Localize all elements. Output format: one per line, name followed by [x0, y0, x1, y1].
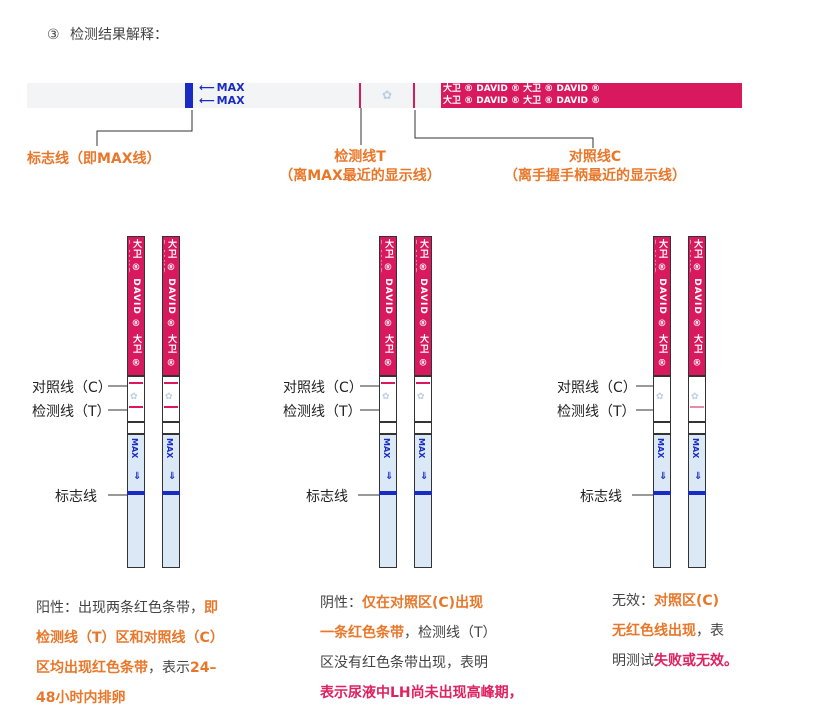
- g3-strip-a: 大卫 ® DAVID ® 大卫 ® DAVID ® ✿ MAX ⇓: [653, 236, 671, 568]
- g2-strip-b: 大卫 ® DAVID ® 大卫 ® DAVID ® ✿ MAX ⇓: [414, 236, 432, 568]
- marker-line-label: 标志线（即MAX线）: [27, 151, 161, 167]
- test-line-t: [359, 83, 361, 108]
- control-line-c: [413, 83, 415, 108]
- g1-test-label: 检测线（T）: [32, 404, 111, 420]
- g2-control-label: 对照线（C）: [283, 380, 363, 396]
- handle-brand-area: 大卫 ® DAVID ® 大卫 ® DAVID ® 大卫 ® DAVID ® 大…: [441, 83, 742, 108]
- max-arrow-text: ⟵ MAX ⟵ MAX: [199, 81, 245, 107]
- leader-lines: [96, 108, 594, 148]
- g1-strip-a: 大卫 ® DAVID ® 大卫 ® DAVID ® ✿ MAX ⇓: [127, 236, 145, 568]
- g1-marker-label: 标志线: [55, 489, 97, 505]
- g3-test-label: 检测线（T）: [557, 404, 636, 420]
- window-logo-icon: ✿: [382, 88, 393, 102]
- top-test-strip: ⟵ MAX ⟵ MAX ✿ 大卫 ® DAVID ® 大卫 ® DAVID ® …: [27, 81, 742, 108]
- g3-control-label: 对照线（C）: [557, 380, 637, 396]
- section-number: ③: [47, 27, 60, 43]
- section-title: 检测结果解释：: [70, 27, 169, 43]
- test-line-label: 检测线T （离MAX最近的显示线）: [279, 149, 441, 184]
- g2-strip-a: 大卫 ® DAVID ® 大卫 ® DAVID ® ✿ MAX ⇓: [379, 236, 397, 568]
- control-line-label: 对照线C （离手握手柄最近的显示线）: [504, 149, 686, 184]
- g1-description: 阳性：出现两条红色条带，即 检测线（T）区和对照线（C） 区均出现红色条带，表示…: [36, 600, 224, 706]
- g2-test-label: 检测线（T）: [283, 404, 362, 420]
- g3-marker-label: 标志线: [580, 489, 622, 505]
- section-header: ③ 检测结果解释：: [47, 24, 168, 44]
- g1-strip-b: 大卫 ® DAVID ® 大卫 ® DAVID ® ✿ MAX ⇓: [162, 236, 180, 568]
- g3-strip-b: 大卫 ® DAVID ® 大卫 ® DAVID ® ✿ MAX ⇓: [688, 236, 706, 568]
- g3-description: 无效：对照区(C) 无红色线出现，表 明测试失败或无效。: [612, 593, 738, 669]
- marker-bar: [185, 83, 193, 108]
- g1-control-label: 对照线（C）: [32, 380, 112, 396]
- g2-marker-label: 标志线: [306, 489, 348, 505]
- g2-description: 阴性：仅在对照区(C)出现 一条红色条带，检测线（T） 区没有红色条带出现，表明…: [320, 595, 523, 701]
